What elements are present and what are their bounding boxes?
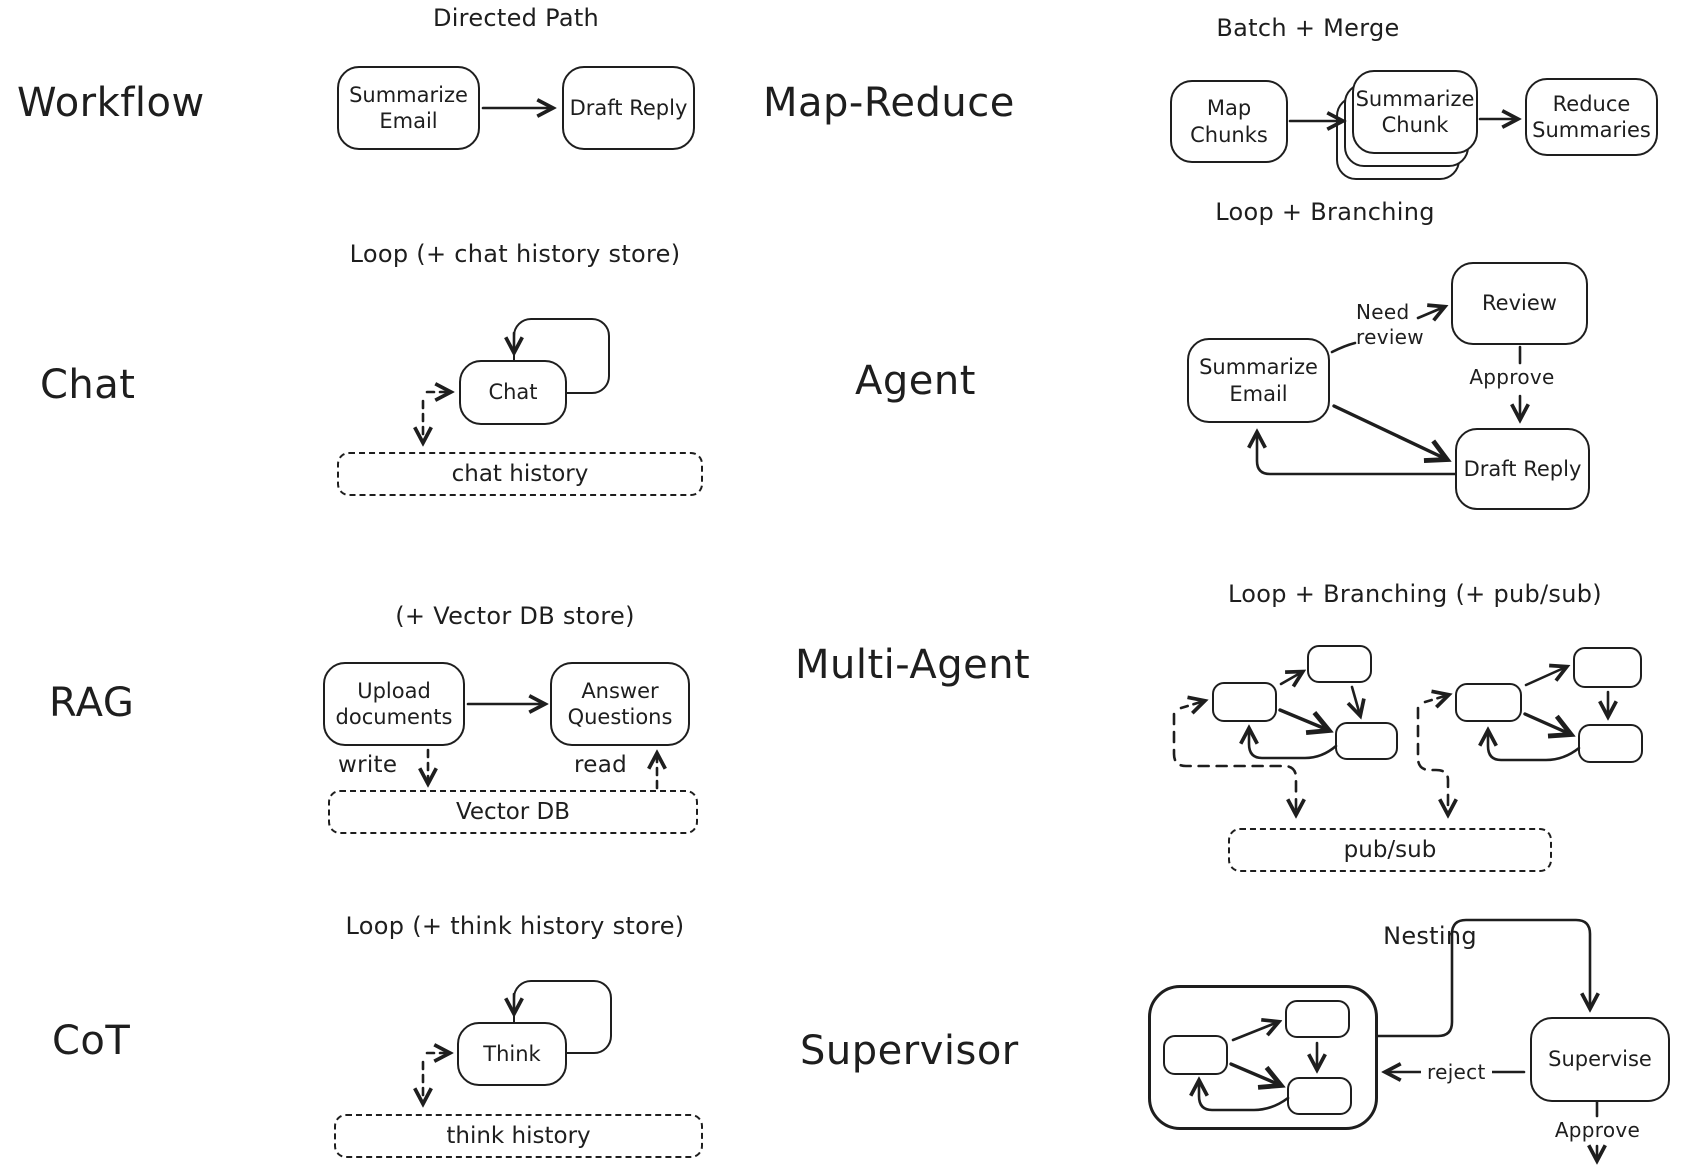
supervisor-label: Supervisor — [800, 1028, 1019, 1074]
rag-read-label: read — [574, 752, 627, 778]
supervisor-reject-label: reject — [1421, 1060, 1492, 1084]
multi-agent-c2-top-node — [1573, 647, 1642, 688]
rag-write-label: write — [338, 752, 398, 778]
multi-agent-c1-top-node — [1307, 645, 1372, 683]
chat-node: Chat — [459, 360, 567, 425]
ma-c2-left-top-arrow — [1524, 667, 1566, 687]
ma-c1-pubsub-dashed-path — [1172, 712, 1296, 814]
ma-c2-pubsub-arrow-in — [1423, 695, 1448, 702]
supervise-node: Supervise — [1530, 1017, 1670, 1102]
supervisor-inner-left-node — [1163, 1035, 1228, 1075]
agent-pattern-title: Loop + Branching — [1215, 198, 1435, 226]
agent-label: Agent — [855, 358, 976, 404]
agent-approve-label: Approve — [1469, 365, 1555, 389]
workflow-summarize-email-node: Summarize Email — [337, 66, 480, 150]
ma-c1-top-bottom-arrow — [1352, 685, 1360, 715]
reduce-summaries-node: Reduce Summaries — [1525, 78, 1658, 156]
ma-c2-pubsub-dashed-path — [1416, 706, 1448, 814]
ma-c1-left-top-arrow — [1279, 672, 1302, 684]
chat-pattern-title: Loop (+ chat history store) — [349, 240, 681, 268]
workflow-draft-reply-node: Draft Reply — [562, 66, 695, 150]
agent-return-arrow — [1257, 433, 1457, 476]
ma-c1-pubsub-arrow-in — [1179, 701, 1204, 708]
cot-label: CoT — [52, 1018, 131, 1064]
workflow-label: Workflow — [17, 80, 205, 126]
rag-answer-questions-node: Answer Questions — [550, 662, 690, 746]
supervisor-approve-label: Approve — [1554, 1118, 1641, 1142]
vector-db-store: Vector DB — [328, 790, 698, 834]
rag-label: RAG — [49, 680, 135, 726]
agent-draft-reply-node: Draft Reply — [1455, 428, 1590, 510]
multi-agent-c1-left-node — [1212, 682, 1277, 722]
rag-upload-documents-node: Upload documents — [323, 662, 465, 746]
ma-c1-loop-arrow — [1249, 729, 1338, 760]
summarize-chunk-node: Summarize Chunk — [1352, 70, 1478, 154]
supervisor-inner-bottom-node — [1287, 1077, 1352, 1115]
map-reduce-label: Map-Reduce — [763, 80, 1015, 126]
map-reduce-pattern-title: Batch + Merge — [1216, 14, 1400, 42]
multi-agent-label: Multi-Agent — [795, 642, 1031, 688]
ma-c1-left-bottom-arrow — [1278, 708, 1328, 730]
ma-c2-left-bottom-arrow — [1523, 712, 1570, 734]
agent-need-review-label: Need review — [1356, 300, 1424, 350]
think-node: Think — [457, 1022, 567, 1086]
multi-agent-pattern-title: Loop + Branching (+ pub/sub) — [1228, 580, 1602, 608]
agent-draft-arrow — [1332, 404, 1446, 459]
rag-pattern-title: (+ Vector DB store) — [395, 602, 635, 630]
chat-history-store: chat history — [337, 452, 703, 496]
multi-agent-c2-left-node — [1455, 683, 1522, 722]
think-history-store: think history — [334, 1114, 703, 1158]
chat-label: Chat — [40, 362, 136, 408]
agent-review-node: Review — [1451, 262, 1588, 345]
agent-need-review-line2: review — [1356, 325, 1424, 349]
cot-pattern-title: Loop (+ think history store) — [345, 912, 685, 940]
multi-agent-c2-bottom-node — [1578, 724, 1643, 763]
ma-c2-loop-arrow — [1488, 731, 1581, 762]
agent-summarize-email-node: Summarize Email — [1187, 338, 1330, 423]
multi-agent-c1-bottom-node — [1335, 722, 1398, 760]
supervisor-inner-top-node — [1285, 1000, 1350, 1038]
supervisor-pattern-title: Nesting — [1383, 922, 1477, 950]
agent-need-review-tick — [1330, 341, 1357, 354]
pub-sub-store: pub/sub — [1228, 828, 1552, 872]
workflow-pattern-title: Directed Path — [432, 4, 600, 32]
agent-need-review-line1: Need — [1356, 300, 1410, 324]
map-chunks-node: Map Chunks — [1170, 80, 1288, 163]
